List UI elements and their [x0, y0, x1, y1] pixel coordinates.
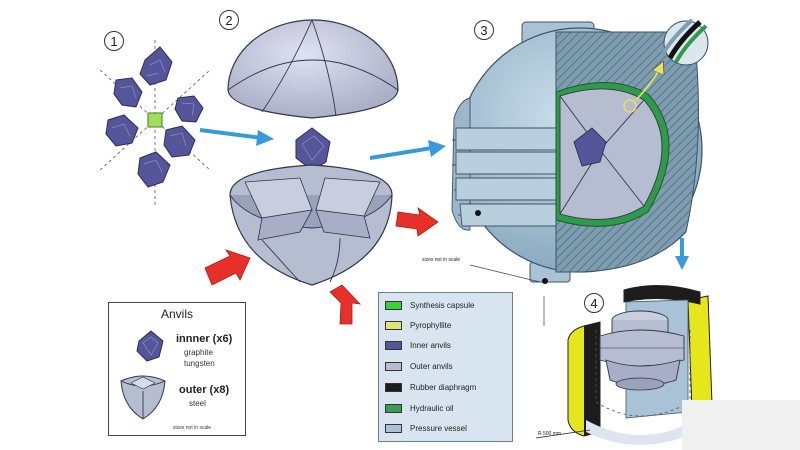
legend-item-pressure-vessel: Pressure vessel — [385, 422, 467, 434]
legend-item-pyrophyllite: Pyrophyllite — [385, 319, 451, 331]
legend-swatch — [385, 403, 402, 413]
step-number-3: 3 — [474, 20, 494, 40]
anvils-box-note: sizes not in scale — [173, 425, 212, 431]
anvils-box-title: Anvils — [160, 307, 193, 321]
red-arrow-right — [395, 207, 439, 237]
step-number-1: 1 — [104, 31, 124, 51]
legend-item-synthesis-capsule: Synthesis capsule — [385, 299, 474, 311]
inner-anvil-material-1: graphite — [184, 348, 213, 357]
inner-anvil-material-2: tungsten — [184, 359, 215, 368]
step-number-2: 2 — [219, 10, 239, 30]
legend-label: Synthesis capsule — [410, 300, 475, 310]
outer-anvil-icon — [120, 375, 166, 420]
outer-anvil-label: outer (x8) — [179, 384, 230, 396]
legend-swatch — [385, 423, 402, 433]
arrow-step1-to-step2 — [199, 128, 274, 146]
inner-anvil-icon — [136, 330, 164, 362]
arrow-step3-to-step4 — [675, 238, 689, 270]
compression-arrows — [204, 207, 439, 325]
blank-panel — [682, 400, 800, 450]
legend-item-hydraulic-oil: Hydraulic oil — [385, 402, 454, 414]
inner-anvil-lower-left — [105, 114, 139, 147]
legend-item-rubber-diaphragm: Rubber diaphragm — [385, 381, 476, 393]
anvils-box: Anvils innner (x6) graphite tungsten out… — [108, 302, 246, 436]
outer-anvil-material: steel — [189, 399, 206, 408]
vessel-scale-note: sizes not in scale — [422, 257, 461, 263]
legend-label: Inner anvils — [410, 340, 451, 350]
legend-swatch — [385, 320, 402, 330]
inner-anvil-center — [295, 127, 331, 171]
inner-anvil-bottom — [137, 151, 171, 188]
legend-label: Outer anvils — [410, 361, 453, 371]
inner-anvil-label: innner (x6) — [176, 333, 233, 345]
inner-anvil-assembly — [99, 40, 211, 205]
step-number-4: 4 — [584, 293, 604, 313]
cutaway-assembly — [535, 284, 713, 445]
pressure-vessel — [451, 21, 703, 284]
red-arrow-bottom — [329, 284, 362, 325]
inner-anvil-upper-left — [113, 77, 143, 108]
legend-swatch — [385, 340, 402, 350]
legend-swatch — [385, 382, 402, 392]
outer-anvil-bottom-cup — [229, 164, 393, 286]
legend-swatch — [385, 361, 402, 371]
inner-anvil-top — [139, 46, 173, 86]
outer-anvil-top-hemisphere — [227, 19, 399, 119]
synthesis-capsule — [147, 112, 163, 128]
legend: Synthesis capsule Pyrophyllite Inner anv… — [378, 292, 513, 442]
red-arrow-left — [204, 249, 251, 286]
inner-anvil-lower-right — [163, 125, 196, 158]
vessel-note-leader — [469, 264, 541, 283]
legend-item-inner-anvils: Inner anvils — [385, 339, 451, 351]
legend-label: Pyrophyllite — [410, 320, 452, 330]
arrow-step2-to-step3 — [369, 140, 446, 160]
inner-anvil-upper-right — [174, 95, 204, 123]
legend-item-outer-anvils: Outer anvils — [385, 360, 453, 372]
legend-label: Rubber diaphragm — [410, 382, 477, 392]
legend-swatch — [385, 300, 402, 310]
legend-label: Hydraulic oil — [410, 403, 454, 413]
legend-label: Pressure vessel — [410, 423, 467, 433]
zoom-detail — [635, 18, 709, 101]
radius-label: R 500 mm — [538, 431, 562, 437]
